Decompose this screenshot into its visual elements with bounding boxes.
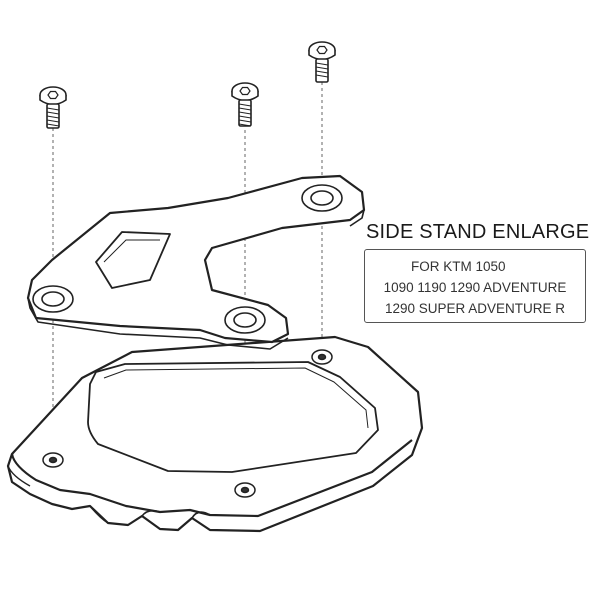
fitment-line: 1290 SUPER ADVENTURE R <box>384 301 566 316</box>
hole-left <box>42 452 64 468</box>
fitment-line: 1090 1190 1290 ADVENTURE <box>383 280 567 295</box>
hole-middle <box>234 482 256 498</box>
base-plate-side-line <box>7 465 31 487</box>
base-plate-body <box>6 335 424 533</box>
fitment-box: FOR KTM 1050 1090 1190 1290 ADVENTURE 12… <box>364 249 586 323</box>
base-plate-recess <box>87 361 379 473</box>
bracket-plate-holes <box>32 184 343 334</box>
hex-socket-icon <box>316 45 328 55</box>
base-plate-holes <box>42 349 333 498</box>
bracket-plate-thickness-right <box>349 209 365 227</box>
fitment-line: FOR KTM 1050 <box>411 259 506 274</box>
base-plate-notch-3 <box>191 511 211 519</box>
screw-right <box>308 41 336 83</box>
countersink-middle <box>224 306 266 334</box>
base-plate-top-edge <box>10 439 413 518</box>
base-plate-notch-2 <box>141 509 161 517</box>
base-plate-recess-inner <box>103 367 369 429</box>
bracket-plate-body <box>26 174 366 344</box>
base-plate-notch-1 <box>89 505 109 524</box>
base-plate <box>6 335 424 533</box>
bracket-plate-window <box>95 231 171 289</box>
bracket-plate <box>26 174 366 350</box>
bracket-plate-window-inner <box>103 239 160 263</box>
hole-right <box>311 349 333 365</box>
hex-socket-icon <box>47 90 59 100</box>
product-title: SIDE STAND ENLARGE <box>366 221 590 243</box>
screw-left <box>39 86 67 129</box>
countersink-left <box>32 285 74 313</box>
bracket-plate-thickness <box>27 297 289 350</box>
hex-socket-icon <box>239 86 251 96</box>
screw-middle <box>231 82 259 127</box>
countersink-right <box>301 184 343 212</box>
